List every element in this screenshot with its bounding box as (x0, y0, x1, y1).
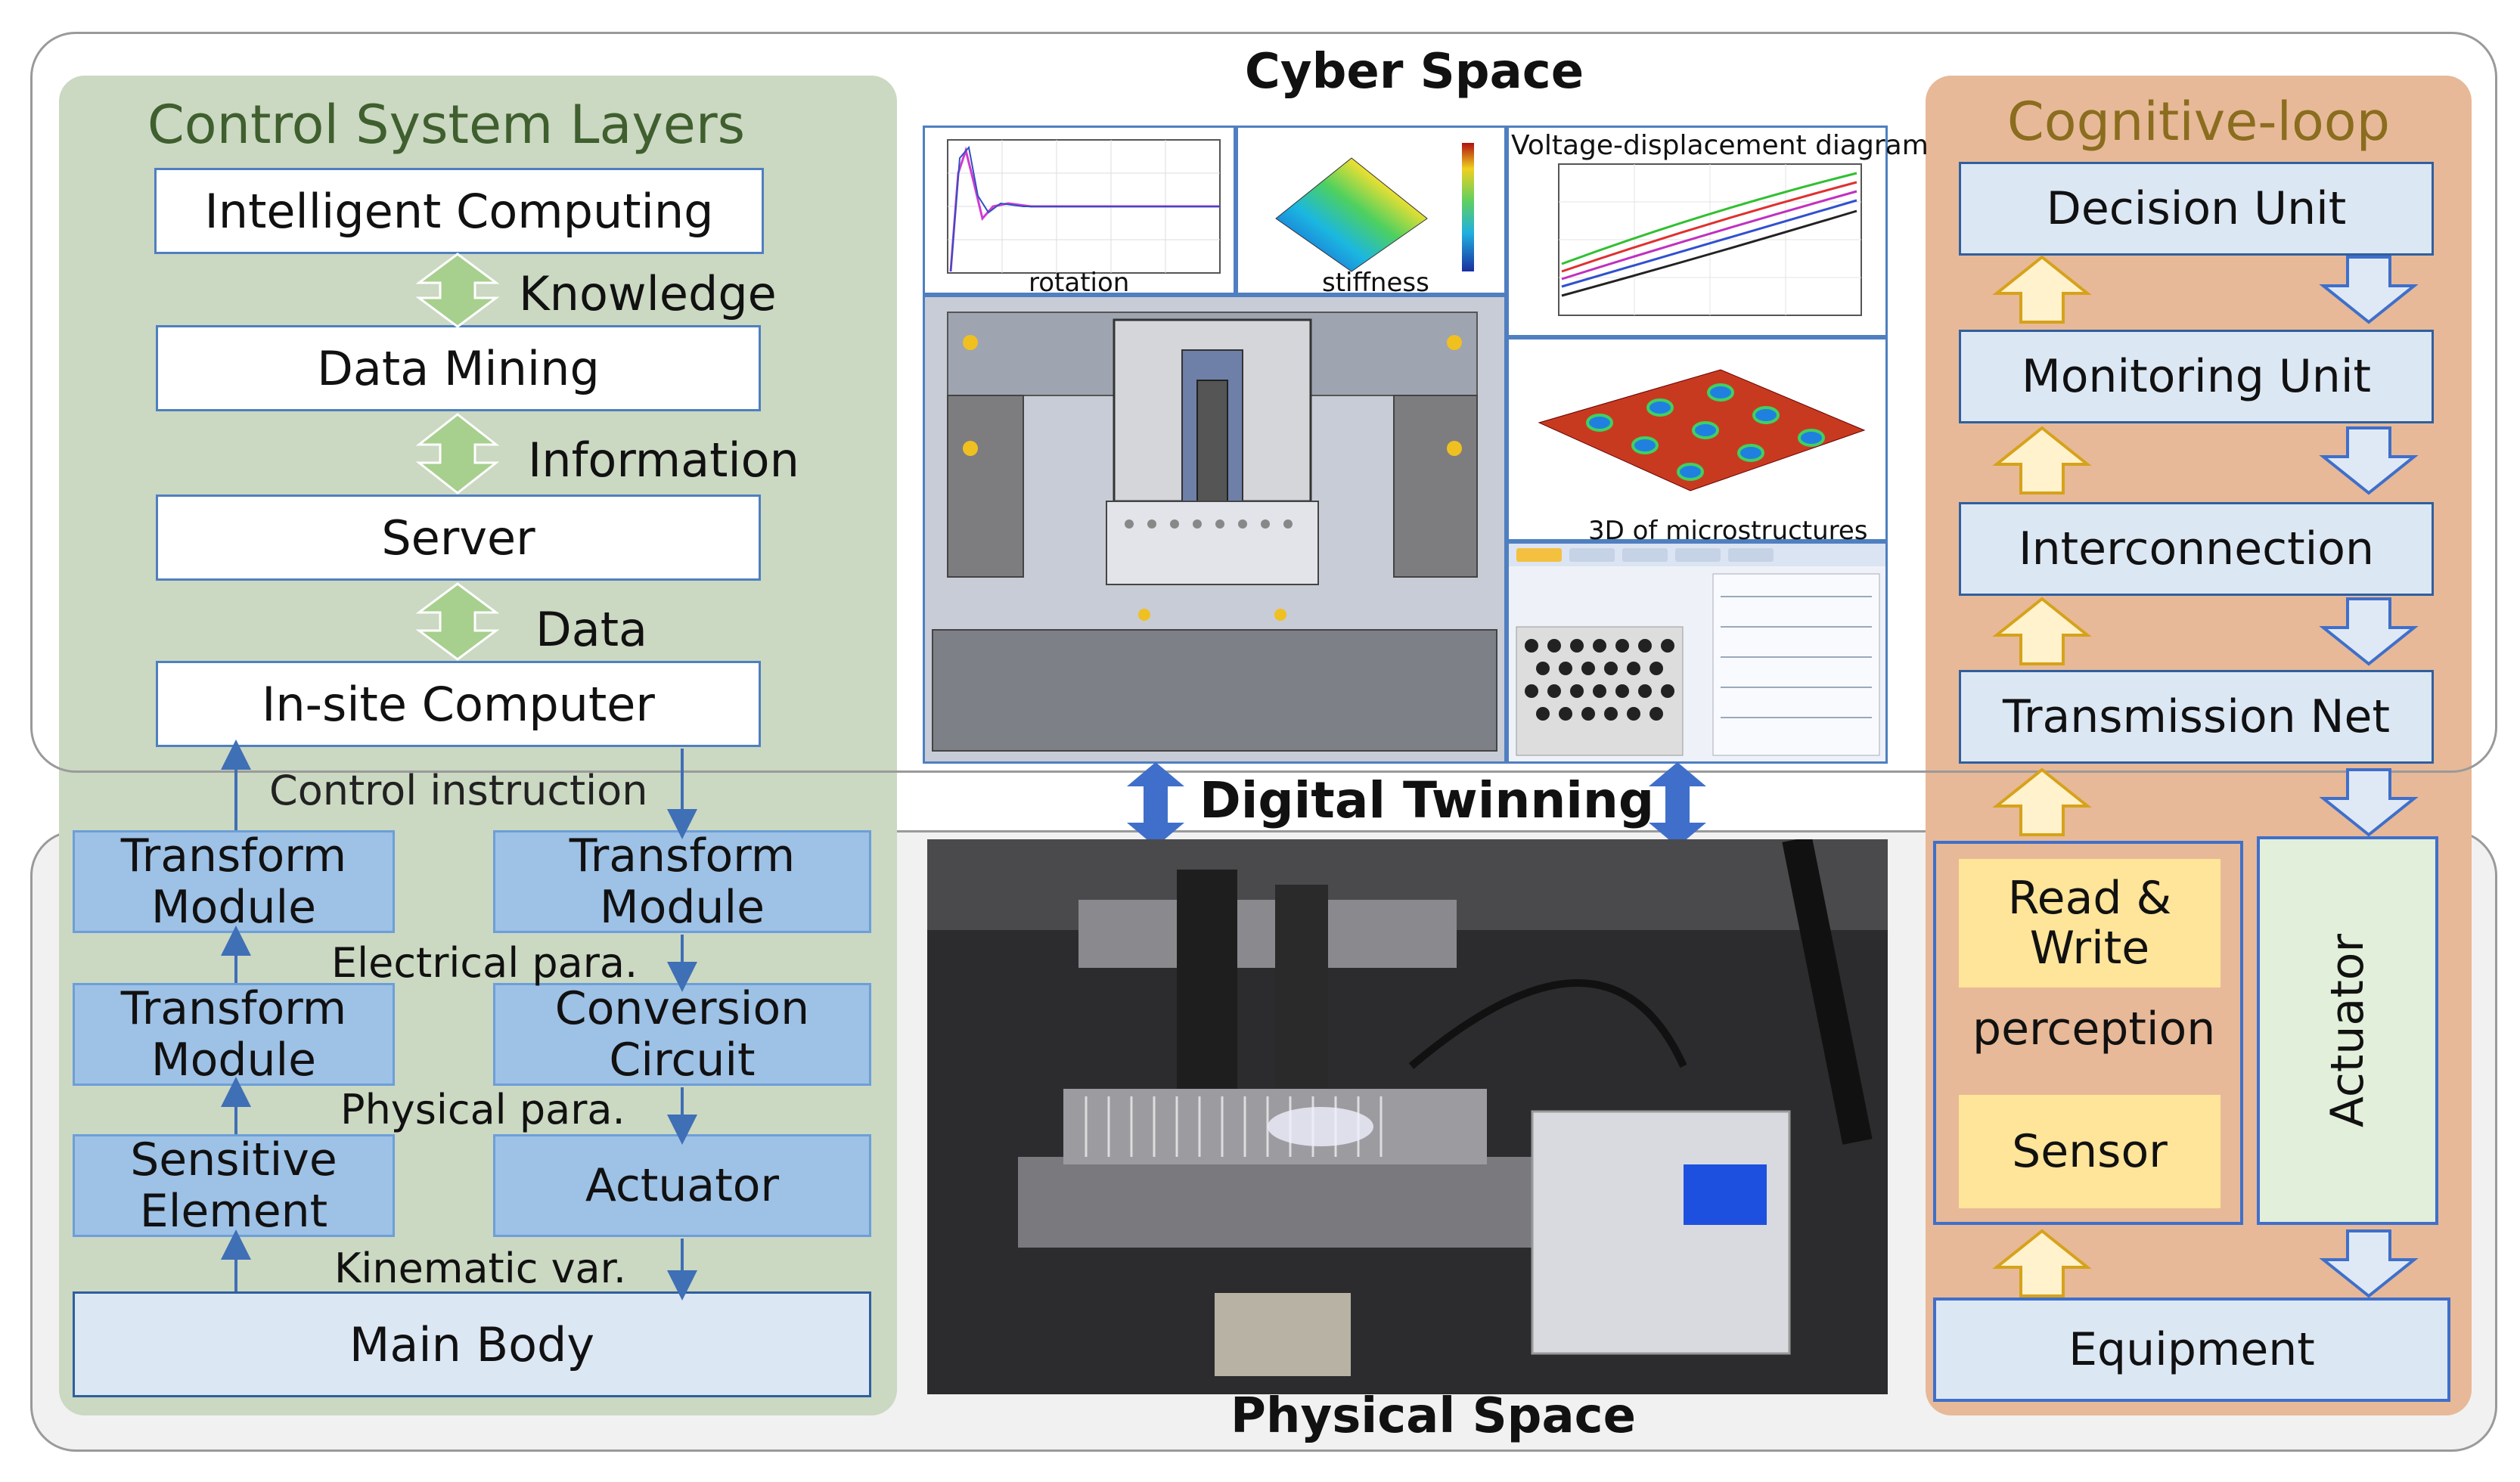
voltage-displacement-panel (1507, 126, 1888, 337)
stiffness-surface-graphic (1275, 143, 1474, 272)
cyber-space-region (30, 32, 2497, 773)
machine-cad-panel (923, 295, 1507, 764)
machine-cad-graphic (925, 297, 1504, 761)
cyber-space-title: Cyber Space (1244, 44, 1584, 100)
control-layers-title: Control System Layers (147, 94, 746, 156)
knowledge-double-arrow (416, 253, 499, 328)
data-double-arrow (416, 582, 499, 661)
kinematic-var-label: Kinematic var. (334, 1245, 627, 1292)
in-site-computer-box: In-site Computer (156, 661, 761, 747)
sensor-box: Sensor (1959, 1095, 2221, 1208)
knowledge-label: Knowledge (519, 266, 777, 321)
twin-arrow-right (1649, 762, 1706, 847)
rotation-caption: rotation (1029, 268, 1130, 298)
electrical-para-label: Electrical para. (331, 939, 638, 987)
physical-para-label: Physical para. (340, 1086, 625, 1133)
software-ui-panel (1507, 541, 1888, 764)
control-flow-arrows (221, 739, 697, 1301)
information-double-arrow (416, 413, 499, 495)
main-body-box: Main Body (73, 1291, 871, 1397)
microstructures-3d-panel (1507, 337, 1888, 541)
equipment-box: Equipment (1933, 1298, 2450, 1402)
information-label: Information (528, 433, 799, 488)
actuator-box-left: Actuator (493, 1134, 871, 1237)
equipment-photo-graphic (927, 839, 1888, 1394)
transform-module-left-top: Transform Module (73, 830, 395, 933)
microstructures-3d-graphic (1538, 369, 1866, 491)
voltage-displacement-graphic (1558, 163, 1862, 316)
voltage-displacement-caption: Voltage-displacement diagram (1511, 130, 1929, 161)
data-label: Data (535, 602, 648, 657)
monitoring-unit-box: Monitoring Unit (1959, 330, 2434, 423)
sensitive-element-box: Sensitive Element (73, 1134, 395, 1237)
digital-twinning-label: Digital Twinning (1199, 771, 1655, 829)
actuator-box-right: Actuator (2257, 836, 2438, 1225)
stiffness-caption: stiffness (1322, 268, 1429, 298)
twin-arrow-left (1127, 762, 1184, 847)
software-ui-graphic (1509, 544, 1885, 756)
server-box: Server (156, 495, 761, 581)
intelligent-computing-box: Intelligent Computing (154, 168, 764, 254)
cognitive-loop-title: Cognitive-loop (2006, 91, 2391, 153)
microstructures-caption: 3D of microstructures (1588, 516, 1868, 546)
interconnection-box: Interconnection (1959, 502, 2434, 596)
read-write-box: Read & Write (1959, 859, 2221, 987)
rotation-plot-graphic (947, 139, 1221, 274)
actuator-label: Actuator (2321, 933, 2375, 1128)
physical-space-title: Physical Space (1231, 1388, 1636, 1444)
cognitive-loop-arrows (1992, 255, 2419, 1298)
transmission-net-box: Transmission Net (1959, 670, 2434, 764)
stiffness-plot-panel (1236, 126, 1507, 295)
data-mining-box: Data Mining (156, 325, 761, 411)
decision-unit-box: Decision Unit (1959, 162, 2434, 256)
control-instruction-label: Control instruction (269, 767, 648, 814)
rotation-plot-panel (923, 126, 1236, 295)
perception-label: perception (1972, 1003, 2216, 1056)
physical-equipment-photo (927, 839, 1888, 1394)
